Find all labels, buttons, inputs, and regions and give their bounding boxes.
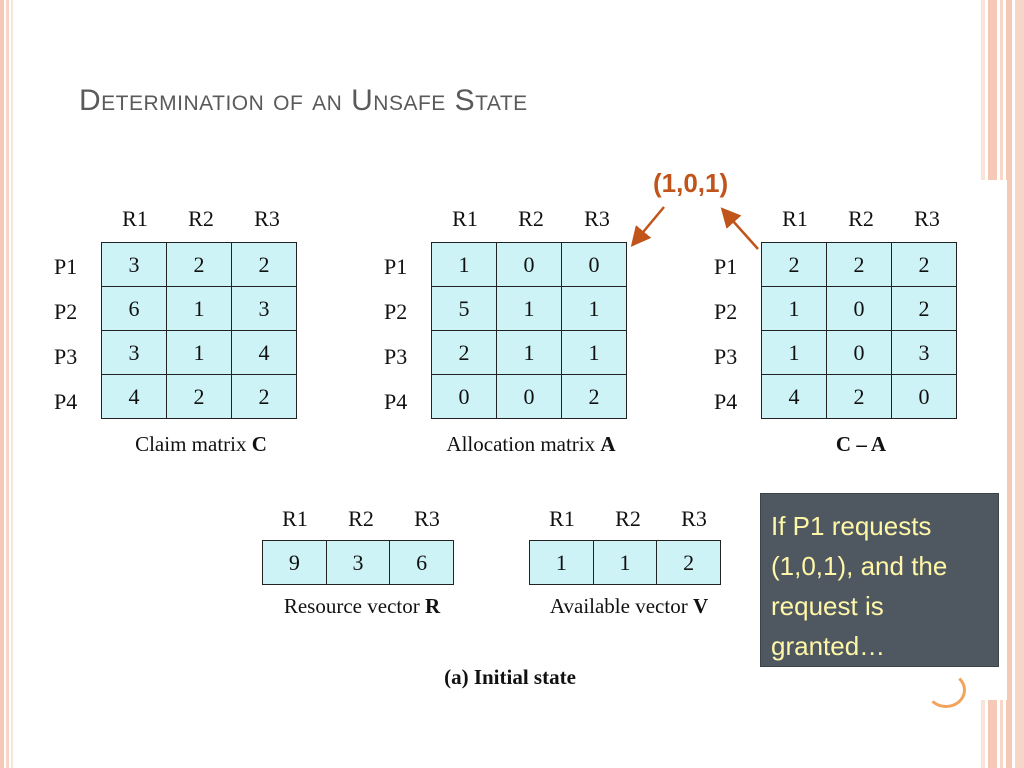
cell: 1 [592,540,658,585]
cell: 2 [826,374,892,419]
cell: 4 [231,330,297,375]
left-stripe [11,0,13,768]
cell: 4 [761,374,827,419]
column-header: R1 [452,206,478,231]
column-header: R3 [414,506,440,531]
row-label: P4 [54,389,78,414]
cell: 4 [101,374,167,419]
note-box: If P1 requests (1,0,1), and the request … [760,493,999,667]
column-header: R1 [782,206,808,231]
allocation-caption: Allocation matrix A [446,432,616,456]
cell: 0 [826,330,892,375]
cell: 3 [891,330,957,375]
row-label: P4 [714,389,738,414]
cell: 1 [761,330,827,375]
cell: 1 [561,330,627,375]
cell: 2 [891,286,957,331]
cell: 3 [231,286,297,331]
left-stripe [0,0,4,768]
cell: 2 [231,374,297,419]
row-label: P1 [384,254,408,279]
cell: 1 [561,286,627,331]
row-label: P3 [54,344,78,369]
column-header: R2 [848,206,874,231]
row-label: P2 [714,299,738,324]
cell: 3 [101,242,167,287]
arrow-to-need [720,207,759,250]
claim-caption: Claim matrix C [135,432,267,456]
row-label: P1 [714,254,738,279]
cell: 1 [166,330,232,375]
left-stripe [6,0,9,768]
column-header: R1 [122,206,148,231]
cell: 2 [166,374,232,419]
column-header: R3 [254,206,280,231]
column-header: R2 [518,206,544,231]
cell: 6 [101,286,167,331]
column-header: R2 [188,206,214,231]
cell: 2 [166,242,232,287]
cell: 5 [431,286,497,331]
cell: 1 [529,540,594,585]
row-label: P3 [384,344,408,369]
column-header: R3 [914,206,940,231]
cell: 9 [262,540,327,585]
cell: 0 [826,286,892,331]
cell: 2 [231,242,297,287]
right-stripe [1015,0,1024,768]
row-label: P3 [714,344,738,369]
column-header: R3 [584,206,610,231]
cell: 0 [891,374,957,419]
need-caption: C – A [835,432,887,456]
decorative-circle [926,672,966,708]
callout-label: (1,0,1) [653,168,729,198]
row-label: P2 [54,299,78,324]
cell: 2 [826,242,892,287]
column-header: R2 [615,506,641,531]
slide-title: Determination of an Unsafe State [79,84,528,117]
cell: 2 [431,330,497,375]
cell: 2 [761,242,827,287]
cell: 2 [891,242,957,287]
column-header: R1 [549,506,575,531]
row-label: P1 [54,254,78,279]
row-label: P4 [384,389,408,414]
cell: 3 [101,330,167,375]
cell: 1 [496,330,562,375]
cell: 1 [166,286,232,331]
cell: 0 [496,374,562,419]
resource-caption: Resource vector R [283,594,441,618]
cell: 1 [496,286,562,331]
available-caption: Available vector V [549,594,709,618]
callout-arrows [630,206,759,250]
cell: 6 [389,540,454,585]
row-label: P2 [384,299,408,324]
column-header: R1 [282,506,308,531]
cell: 0 [496,242,562,287]
figure-caption: (a) Initial state [444,665,576,689]
cell: 1 [761,286,827,331]
cell: 2 [656,540,721,585]
column-header: R2 [348,506,374,531]
cell: 0 [561,242,627,287]
cell: 2 [561,374,627,419]
arrow-to-allocation [630,206,665,247]
cell: 1 [431,242,497,287]
column-header: R3 [681,506,707,531]
cell: 3 [325,540,391,585]
right-stripe [1006,0,1012,768]
cell: 0 [431,374,497,419]
